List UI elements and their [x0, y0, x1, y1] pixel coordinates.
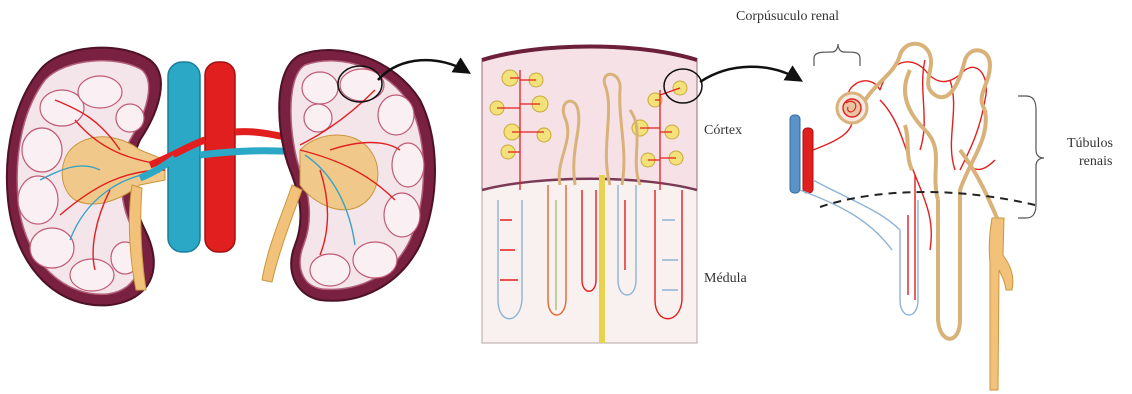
zoom-arrow-2 [700, 67, 800, 82]
nephron-vein-stub [790, 115, 800, 193]
section-cortex-bg [482, 47, 697, 191]
glomerulus [837, 93, 867, 123]
tubules-bracket [1018, 96, 1044, 218]
corpuscle-bracket [814, 44, 860, 66]
label-tubules-line1: Túbulos [1067, 136, 1113, 151]
label-medulla: Médula [704, 271, 748, 286]
vasa-recta [800, 180, 918, 315]
nephron-artery-stub [803, 128, 813, 193]
label-tubules-line2: renais [1079, 154, 1112, 169]
label-cortex: Córtex [704, 123, 742, 138]
duct-connector [960, 150, 997, 218]
kidneys-illustration [7, 48, 435, 306]
nephron-boundary-dashed [820, 192, 1035, 207]
label-corpuscle: Corpúsuculo renal [736, 9, 839, 24]
nephron-illustration [790, 44, 1035, 390]
nephron-collecting-duct [989, 218, 1013, 390]
